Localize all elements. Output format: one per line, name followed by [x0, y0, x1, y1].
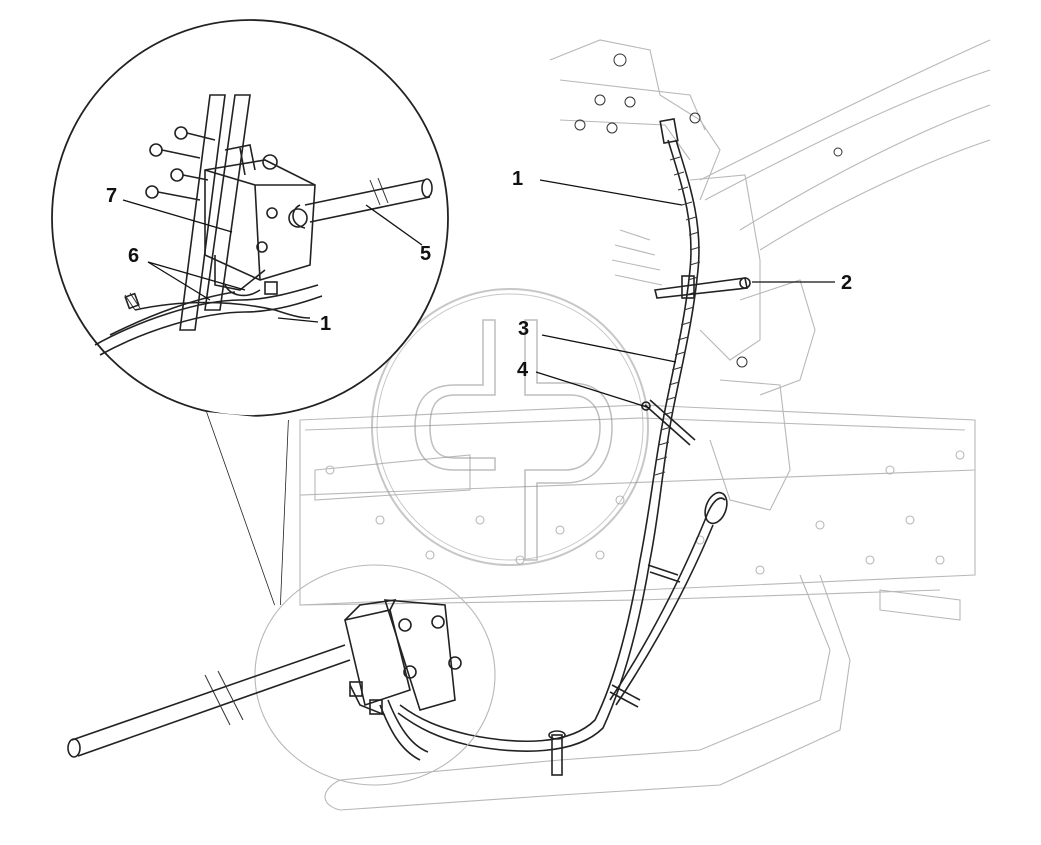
callout-main-2: 2	[841, 272, 852, 294]
detail-bolts	[145, 126, 216, 201]
watermark-logo	[371, 288, 649, 566]
callout-detail-5: 5	[420, 243, 431, 265]
callout-detail-6: 6	[128, 245, 139, 267]
detail-view	[94, 94, 433, 356]
wiring-harness	[397, 118, 751, 776]
callout-main-1: 1	[512, 168, 523, 190]
chassis-frame	[299, 404, 976, 811]
callout-labels: 1 2 3 4 7 5 6 1	[106, 168, 852, 381]
frame-holes	[325, 450, 965, 575]
callout-main-4: 4	[517, 359, 529, 381]
callout-detail-1: 1	[320, 313, 331, 335]
callout-detail-7: 7	[106, 185, 117, 207]
callout-main-3: 3	[518, 318, 529, 340]
leader-lines	[122, 179, 835, 409]
brake-switch-assembly	[67, 564, 496, 786]
cab-mount-assembly	[549, 39, 991, 511]
